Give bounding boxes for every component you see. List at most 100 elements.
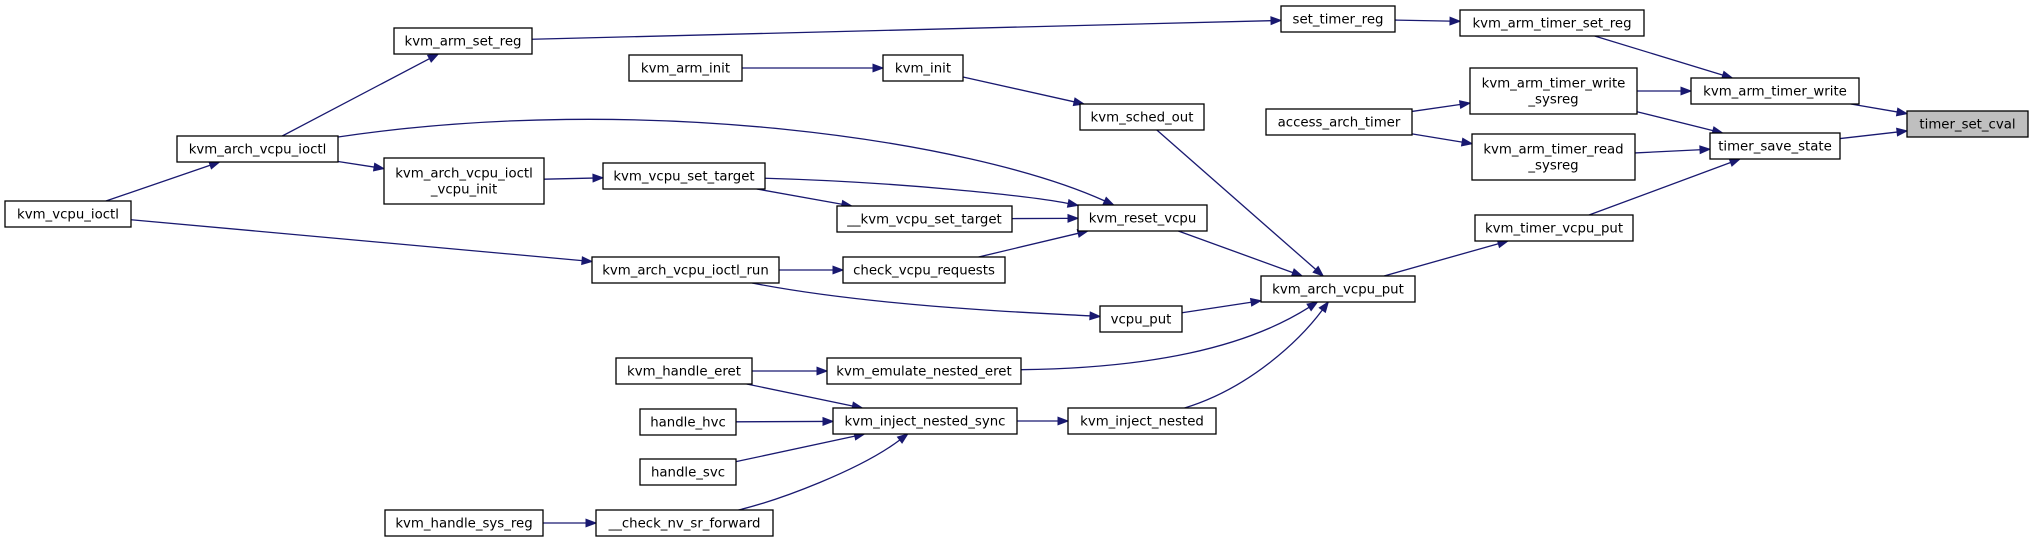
node-kvm-arch-vcpu-ioctl[interactable]: kvm_arch_vcpu_ioctl [176,135,339,163]
edge-arrowhead [1680,86,1693,96]
edge-kvm-arch-vcpu-put-to-kvm-timer-vcpu-put [1383,239,1510,277]
node-check-vcpu-requests[interactable]: check_vcpu_requests [842,256,1006,284]
node-box [393,27,533,55]
node-timer-save-state[interactable]: timer_save_state [1709,132,1841,160]
node-label: _vcpu_init [430,183,497,198]
node-label: kvm_arch_vcpu_ioctl [189,143,327,158]
node-kvm-arm-timer-set-reg[interactable]: kvm_arm_timer_set_reg [1459,9,1645,37]
edge-kvm-arch-vcpu-ioctl-vcpu-init-to-kvm-vcpu-set-target [543,173,605,183]
edge-kvm-vcpu-ioctl-to-kvm-arch-vcpu-ioctl [105,161,221,202]
edge-line [1411,133,1463,143]
edge-line [531,20,1272,40]
node-kvm-arch-vcpu-ioctl-vcpu-init[interactable]: kvm_arch_vcpu_ioctl_vcpu_init [383,157,545,205]
node-handle-svc[interactable]: handle_svc [639,458,737,486]
node-box [1459,9,1645,37]
node-kvm-arch-vcpu-ioctl-run[interactable]: kvm_arch_vcpu_ioctl_run [591,256,780,284]
node-label: handle_hvc [650,416,726,431]
node-vcpu-put[interactable]: vcpu_put [1099,305,1183,333]
node-kvm-arm-timer-write[interactable]: kvm_arm_timer_write [1690,77,1860,105]
node-label: check_vcpu_requests [853,264,995,279]
node-kvm-arm-timer-read-sysreg[interactable]: kvm_arm_timer_read_sysreg [1471,133,1636,181]
edge-arrowhead [585,518,598,528]
edge-kvm-arch-vcpu-ioctl-to-kvm-arch-vcpu-ioctl-vcpu-init [337,160,386,172]
node-kvm-arm-set-reg[interactable]: kvm_arm_set_reg [393,27,533,55]
node-check-nv-sr-forward[interactable]: __check_nv_sr_forward [595,509,774,537]
node-kvm-vcpu-set-target[interactable]: __kvm_vcpu_set_target [836,205,1013,233]
node-box [628,54,743,82]
node-box [842,256,1006,284]
node-box [1265,108,1413,136]
edge-line [1383,243,1499,277]
node-label: timer_save_state [1718,140,1832,155]
edge-line [1411,103,1461,113]
node-box [1067,407,1217,435]
edge-kvm-arch-vcpu-ioctl-run-to-vcpu-put [751,282,1102,321]
edge-kvm-arm-init-to-kvm-init [742,63,885,73]
edge-arrowhead [208,161,221,170]
edge-line [751,282,1091,317]
node-kvm-handle-sys-reg[interactable]: kvm_handle_sys_reg [384,509,544,537]
node-box [602,162,766,190]
node-kvm-inject-nested[interactable]: kvm_inject_nested [1067,407,1217,435]
edge-arrowhead [1066,198,1080,208]
edge-check-nv-sr-forward-to-kvm-inject-nested-sync [738,433,909,511]
node-kvm-arch-vcpu-put[interactable]: kvm_arch_vcpu_put [1260,275,1416,303]
node-box [176,135,339,163]
node-kvm-emulate-nested-eret[interactable]: kvm_emulate_nested_eret [826,357,1022,385]
node-label: handle_svc [651,466,725,481]
node-handle-hvc[interactable]: handle_hvc [639,408,737,436]
node-kvm-reset-vcpu[interactable]: kvm_reset_vcpu [1077,204,1208,232]
node-timer-set-cval[interactable]: timer_set_cval [1906,110,2029,138]
edge-set-timer-reg-to-kvm-arm-timer-set-reg [1394,16,1462,26]
node-box [1079,103,1205,131]
edge-kvm-handle-eret-to-kvm-inject-nested-sync [746,383,864,411]
edge-line [130,219,583,262]
edge-arrowhead [1460,137,1474,147]
node-access-arch-timer[interactable]: access_arch_timer [1265,108,1413,136]
node-label: kvm_reset_vcpu [1089,212,1197,227]
edge-arrowhead [1057,416,1070,426]
node-box [1077,204,1208,232]
edge-kvm-handle-eret-to-kvm-emulate-nested-eret [752,366,829,376]
node-label: kvm_timer_vcpu_put [1485,222,1623,237]
node-kvm-arm-init[interactable]: kvm_arm_init [628,54,743,82]
node-kvm-inject-nested-sync[interactable]: kvm_inject_nested_sync [832,407,1018,435]
node-box [882,54,964,82]
node-kvm-sched-out[interactable]: kvm_sched_out [1079,103,1205,131]
edge-line [1181,301,1252,314]
edge-line [1636,111,1714,132]
edge-kvm-arm-timer-read-sysreg-to-timer-save-state [1634,145,1712,155]
node-box [595,509,774,537]
node-label: kvm_arm_timer_read [1483,143,1623,158]
node-box [639,458,737,486]
node-box [1469,67,1638,115]
node-kvm-init[interactable]: kvm_init [882,54,964,82]
node-kvm-handle-eret[interactable]: kvm_handle_eret [615,357,753,385]
node-label: kvm_emulate_nested_eret [836,365,1011,380]
node-kvm-vcpu-set-target[interactable]: kvm_vcpu_set_target [602,162,766,190]
edge-arrowhead [1896,127,1909,137]
edge-kvm-arm-timer-write-sysreg-to-timer-save-state [1636,111,1725,135]
edge-handle-hvc-to-kvm-inject-nested-sync [735,416,835,426]
edge-kvm-handle-sys-reg-to-check-nv-sr-forward [543,518,598,528]
edge-kvm-arm-timer-write-sysreg-to-kvm-arm-timer-write [1637,86,1693,96]
node-box [1690,77,1860,105]
edge-kvm-arch-vcpu-ioctl-to-kvm-arm-set-reg [281,53,440,137]
edge-kvm-arm-set-reg-to-set-timer-reg [531,16,1283,40]
edge-line [543,177,594,180]
edge-arrowhead [592,173,605,183]
node-kvm-vcpu-ioctl[interactable]: kvm_vcpu_ioctl [4,200,132,228]
node-label: kvm_vcpu_set_target [613,170,754,185]
node-label: __check_nv_sr_forward [608,517,761,532]
node-label: _sysreg [1527,93,1578,108]
node-kvm-arm-timer-write-sysreg[interactable]: kvm_arm_timer_write_sysreg [1469,67,1638,115]
edge-line [1394,19,1451,22]
edge-line [337,118,1105,202]
edge-arrowhead [822,416,835,426]
node-box [1471,133,1636,181]
node-set-timer-reg[interactable]: set_timer_reg [1280,5,1396,33]
node-kvm-timer-vcpu-put[interactable]: kvm_timer_vcpu_put [1474,214,1634,242]
node-box [1099,305,1183,333]
edge-kvm-arch-vcpu-ioctl-run-to-check-vcpu-requests [779,265,845,275]
